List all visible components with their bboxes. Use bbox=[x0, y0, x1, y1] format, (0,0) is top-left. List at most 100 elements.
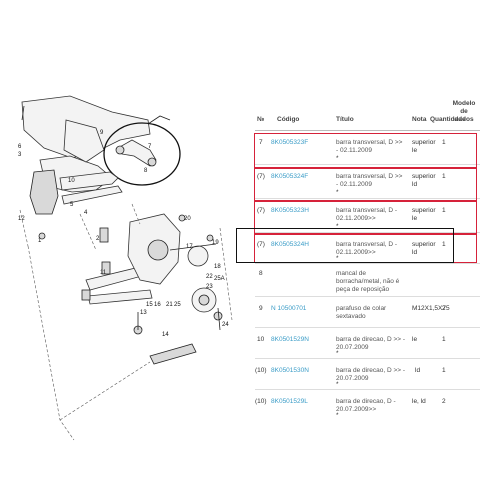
row-note: ld bbox=[415, 367, 421, 374]
row-code-link[interactable]: N 10500701 bbox=[271, 305, 307, 312]
row-num: 9 bbox=[259, 305, 263, 312]
selection-box-row-4 bbox=[236, 228, 454, 263]
callout-11: 11 bbox=[100, 270, 107, 276]
row-mark: * bbox=[336, 381, 339, 388]
row-title: barra transversal, D >> - 02.11.2009 bbox=[336, 173, 403, 188]
row-mark: * bbox=[336, 255, 339, 262]
row-qty: 1 bbox=[442, 173, 446, 180]
table-header: № Código Título Nota Quantidade Modelo d… bbox=[255, 100, 480, 131]
row-qty: 1 bbox=[442, 207, 446, 214]
callout-8: 8 bbox=[144, 168, 148, 174]
row-code-link[interactable]: 8K0505324F bbox=[271, 173, 309, 180]
callout-9: 9 bbox=[100, 130, 104, 136]
header-title: Título bbox=[336, 116, 354, 123]
row-mark: * bbox=[336, 412, 339, 419]
callout-15: 15 bbox=[146, 302, 153, 308]
callout-22: 22 bbox=[206, 274, 213, 280]
callout-5: 5 bbox=[70, 202, 74, 208]
callout-19: 19 bbox=[212, 240, 219, 246]
row-num: 7 bbox=[259, 139, 263, 146]
header-code: Código bbox=[277, 116, 300, 123]
row-num: (7) bbox=[257, 241, 265, 248]
table-row: (10) 8K0501530N barra de direcao, D >> -… bbox=[255, 359, 480, 390]
callout-12: 12 bbox=[18, 216, 25, 222]
row-title: mancal de borracha/metal, não é peça de … bbox=[336, 270, 400, 293]
row-num: (7) bbox=[257, 173, 265, 180]
row-num: (7) bbox=[257, 207, 265, 214]
row-num: (10) bbox=[255, 367, 267, 374]
callout-4: 4 bbox=[84, 210, 88, 216]
row-mark: * bbox=[336, 350, 339, 357]
highlight-box-row-3 bbox=[254, 201, 477, 234]
callout-17: 17 bbox=[186, 244, 193, 250]
row-title: barra transversal, D - 02.11.2009>> bbox=[336, 241, 398, 256]
row-title: parafuso de colar sextavado bbox=[336, 305, 387, 320]
row-code-link[interactable]: 8K0501530N bbox=[271, 367, 309, 374]
row-title: barra de direcao, D >> - 20.07.2009 bbox=[336, 367, 406, 382]
row-title: barra de direcao, D - 20.07.2009>> bbox=[336, 398, 396, 413]
row-note: le, ld bbox=[412, 398, 426, 405]
callout-24: 24 bbox=[222, 322, 229, 328]
callout-13: 13 bbox=[140, 310, 147, 316]
callout-6: 6 bbox=[18, 144, 22, 150]
callout-circle bbox=[103, 122, 181, 186]
row-note: superior le bbox=[412, 207, 436, 222]
bushings-and-bolts bbox=[38, 214, 223, 365]
table-row: (10) 8K0501529L barra de direcao, D - 20… bbox=[255, 390, 480, 420]
row-mark: * bbox=[336, 189, 339, 196]
row-qty: 1 bbox=[442, 139, 446, 146]
callout-7: 7 bbox=[148, 144, 152, 150]
row-title: barra de direcao, D >> - 20.07.2009 bbox=[336, 336, 406, 351]
table-row: (7) 8K0505323H barra transversal, D - 02… bbox=[255, 199, 480, 233]
row-num: 8 bbox=[259, 270, 263, 277]
row-mark: * bbox=[336, 223, 339, 230]
callout-2: 2 bbox=[96, 236, 100, 242]
row-qty: 1 bbox=[442, 367, 446, 374]
header-model: Modelo de dados bbox=[452, 100, 476, 123]
header-num: № bbox=[257, 116, 265, 123]
row-code-link[interactable]: 8K0505323H bbox=[271, 207, 309, 214]
subframe bbox=[21, 95, 171, 215]
row-qty: 1 bbox=[442, 336, 446, 343]
table-row: 7 8K0505323F barra transversal, D >> - 0… bbox=[255, 131, 480, 165]
table-row: (7) 8K0505324H barra transversal, D - 02… bbox=[255, 233, 480, 264]
row-note: le bbox=[412, 336, 418, 343]
row-qty: 2 bbox=[442, 398, 446, 405]
row-code-link[interactable]: 8K0501529L bbox=[271, 398, 308, 405]
callout-23: 23 bbox=[206, 284, 213, 290]
row-note: superior ld bbox=[412, 241, 436, 256]
row-code-link[interactable]: 8K0501529N bbox=[271, 336, 309, 343]
header-note: Nota bbox=[412, 116, 427, 123]
row-title: barra transversal, D >> - 02.11.2009 bbox=[336, 139, 403, 154]
callout-25A: 25A bbox=[214, 276, 225, 282]
highlight-box-row-1 bbox=[254, 133, 477, 168]
header-qty: Quantidade bbox=[430, 116, 466, 123]
row-code-link[interactable]: 8K0505324H bbox=[271, 241, 309, 248]
table-row: 9 N 10500701 parafuso de colar sextavado… bbox=[255, 297, 480, 328]
callout-14: 14 bbox=[162, 332, 169, 338]
row-note: superior ld bbox=[412, 173, 436, 188]
row-code-link[interactable]: 8K0505323F bbox=[271, 139, 309, 146]
row-num: (10) bbox=[255, 398, 267, 405]
row-note: M12X1,5X75 bbox=[412, 305, 450, 312]
callout-25: 25 bbox=[174, 302, 181, 308]
highlight-box-row-2 bbox=[254, 168, 477, 201]
row-mark: * bbox=[336, 155, 339, 162]
callout-10: 10 bbox=[68, 178, 75, 184]
table-row: 8 mancal de borracha/metal, não é peça d… bbox=[255, 264, 480, 297]
row-qty: 1 bbox=[442, 241, 446, 248]
row-title: barra transversal, D - 02.11.2009>> bbox=[336, 207, 398, 222]
callout-21: 21 bbox=[166, 302, 173, 308]
upper-control-arm bbox=[115, 139, 157, 167]
parts-table: № Código Título Nota Quantidade Modelo d… bbox=[255, 100, 480, 420]
row-qty: 2 bbox=[442, 305, 446, 312]
callout-20: 20 bbox=[184, 216, 191, 222]
callout-3: 3 bbox=[18, 152, 22, 158]
table-row: 10 8K0501529N barra de direcao, D >> - 2… bbox=[255, 328, 480, 359]
callout-16: 16 bbox=[154, 302, 161, 308]
table-row: (7) 8K0505324F barra transversal, D >> -… bbox=[255, 165, 480, 199]
callout-18: 18 bbox=[214, 264, 221, 270]
row-num: 10 bbox=[257, 336, 265, 343]
callout-1: 1 bbox=[38, 238, 42, 244]
